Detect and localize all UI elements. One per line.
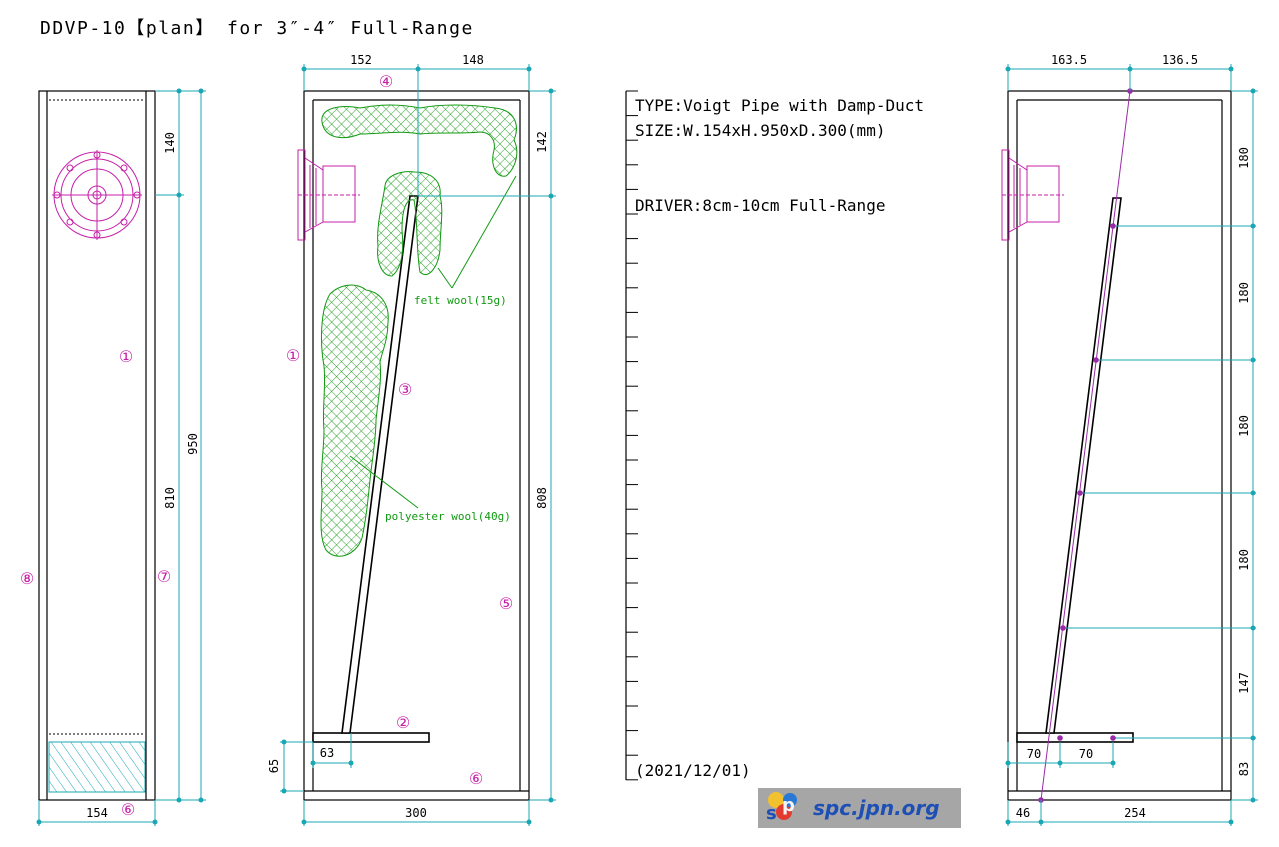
scale-ruler	[626, 90, 638, 781]
side-depth-dim: 300	[405, 806, 427, 820]
front-base-hatch	[48, 741, 146, 793]
driver-front-icon	[52, 150, 142, 240]
pipe-slope-line	[1040, 90, 1131, 801]
front-middle-dim: 810	[163, 487, 177, 509]
svg-text:s: s	[766, 803, 777, 824]
pipe-right-dim-4: 180	[1237, 549, 1251, 571]
side-bottom-shelf	[312, 732, 430, 743]
part-mark-2: ②	[396, 713, 410, 732]
side-right-bottom-dim: 808	[535, 487, 549, 509]
pipe-right-dim-1: 180	[1237, 147, 1251, 169]
polyester-wool-fill	[320, 284, 389, 557]
pipe-bottom-dim-70b: 70	[1079, 747, 1093, 761]
side-top-right-dim: 148	[462, 53, 484, 67]
side-outer-panel	[303, 90, 530, 801]
driver-side-icon	[297, 149, 360, 241]
spec-driver: DRIVER:8cm-10cm Full-Range	[635, 196, 885, 215]
side-bottom-offset-dim: 65	[267, 759, 281, 773]
pipe-right-dim-5: 147	[1237, 672, 1251, 694]
pipe-right-dim-6: 83	[1237, 762, 1251, 776]
part-mark-7: ⑦	[157, 567, 171, 586]
part-mark-4: ④	[379, 72, 393, 91]
part-mark-6-front: ⑥	[121, 800, 135, 819]
spec-size: SIZE:W.154xH.950xD.300(mm)	[635, 121, 885, 140]
felt-wool-label: felt wool(15g)	[414, 294, 507, 307]
part-mark-3: ③	[398, 380, 412, 399]
pipe-right-dim-2: 180	[1237, 282, 1251, 304]
polyester-wool-label: polyester wool(40g)	[385, 510, 511, 523]
front-width-dim: 154	[86, 806, 108, 820]
side-right-top-dim: 142	[535, 131, 549, 153]
pipe-view: 163.5 136.5 180 180 180 180 147 83 70 70…	[1001, 53, 1258, 826]
spec-date: (2021/12/01)	[635, 761, 751, 780]
spec-block: TYPE:Voigt Pipe with Damp-Duct SIZE:W.15…	[625, 90, 924, 781]
part-mark-1-side: ①	[286, 346, 300, 365]
front-top-dim: 140	[163, 132, 177, 154]
part-mark-1-front: ①	[119, 347, 133, 366]
driver-side-icon-pipe	[1001, 149, 1064, 241]
part-mark-6-side: ⑥	[469, 769, 483, 788]
pipe-top-right-dim: 136.5	[1162, 53, 1198, 67]
felt-wool-fill	[321, 104, 518, 277]
spc-logo-icon: s p	[766, 792, 797, 824]
pipe-outer-panel	[1007, 90, 1232, 801]
pipe-bottom-dim-254: 254	[1124, 806, 1146, 820]
drawing-title: DDVP-10【plan】 for 3″-4″ Full-Range	[40, 18, 474, 39]
pipe-top-left-dim: 163.5	[1051, 53, 1087, 67]
spec-type: TYPE:Voigt Pipe with Damp-Duct	[635, 96, 924, 115]
part-mark-8: ⑧	[20, 569, 34, 588]
svg-text:p: p	[782, 795, 795, 816]
front-view: 154 140 810 950 ① ⑦ ⑧ ⑥	[20, 88, 206, 826]
pipe-bottom-dim-70a: 70	[1027, 747, 1041, 761]
front-total-dim: 950	[186, 433, 200, 455]
front-outer-panel	[38, 90, 156, 801]
pipe-bottom-dim-46: 46	[1016, 806, 1030, 820]
pipe-right-dim-3: 180	[1237, 415, 1251, 437]
side-bottom-63-dim: 63	[320, 746, 334, 760]
site-logo-text: spc.jpn.org	[813, 796, 940, 820]
part-mark-5: ⑤	[499, 594, 513, 613]
pipe-damp-duct-board	[1045, 197, 1122, 734]
side-top-left-dim: 152	[350, 53, 372, 67]
site-logo: s p spc.jpn.org	[758, 788, 961, 828]
side-view: felt wool(15g) polyester wool(40g) 152 1…	[267, 53, 556, 826]
